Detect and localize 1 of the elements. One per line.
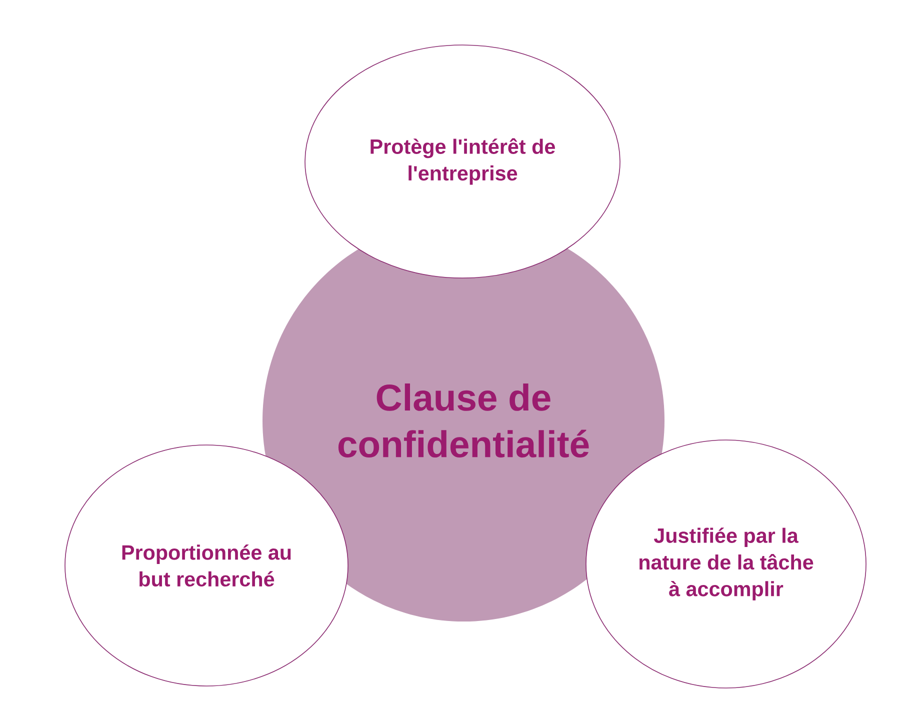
ellipse-node: Protège l'intérêt de l'entreprise bbox=[304, 44, 620, 278]
